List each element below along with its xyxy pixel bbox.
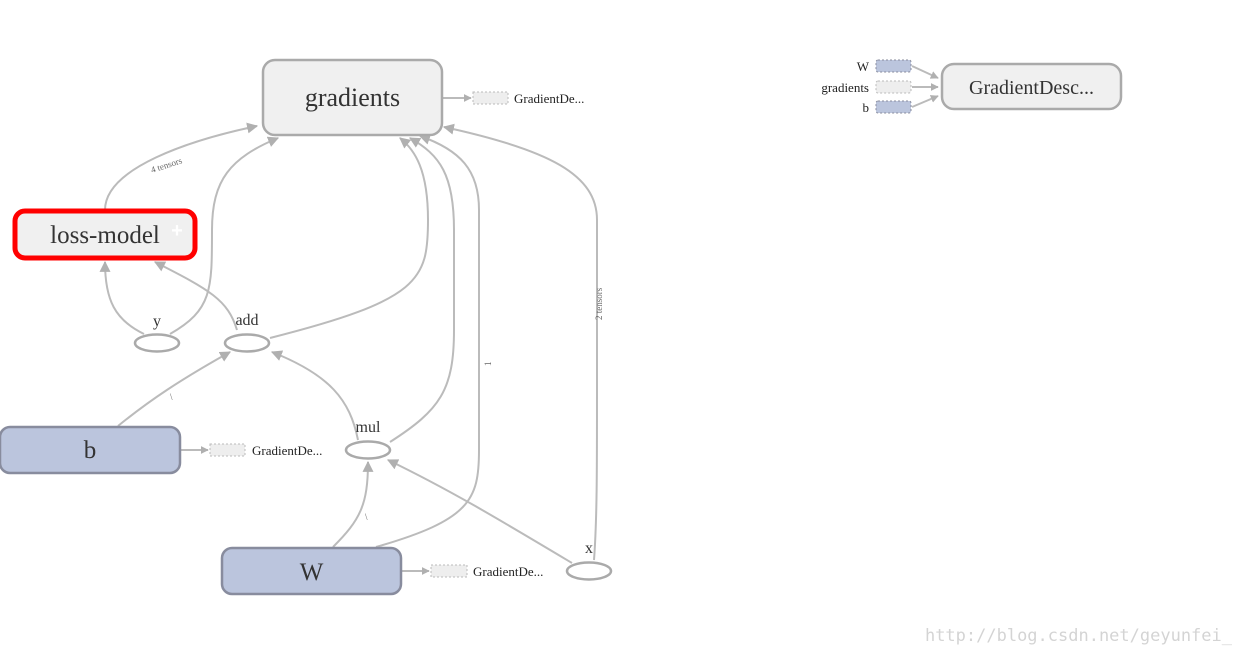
node-gradients[interactable]: gradients <box>261 58 444 137</box>
edge-label-W-to-mul: \ <box>365 512 368 522</box>
node-y[interactable]: y <box>133 313 181 353</box>
edge-b-in-to-gd <box>911 95 939 108</box>
aux-W-gd[interactable]: GradientDe... <box>430 564 543 579</box>
watermark-text: http://blog.csdn.net/geyunfei_ <box>925 626 1233 646</box>
edge-loss-to-gradients <box>104 122 259 211</box>
edge-add-to-loss <box>154 261 238 331</box>
node-W[interactable]: W <box>220 546 403 596</box>
gd-input-gradients[interactable]: gradients <box>821 80 912 95</box>
node-gradient-descent-label: GradientDesc... <box>969 77 1094 99</box>
gd-input-W-label: W <box>857 59 870 74</box>
edge-add-to-gradients <box>269 137 430 339</box>
edge-W-to-gradients <box>375 134 480 548</box>
edge-b-to-add <box>117 351 231 427</box>
node-y-label: y <box>153 313 161 330</box>
edge-W-in-to-gd <box>911 65 939 79</box>
gd-input-W[interactable]: W <box>857 59 912 74</box>
node-loss-model-label: loss-model <box>50 222 160 249</box>
edge-x-to-gradients <box>442 123 598 561</box>
edge-mul-to-gradients <box>389 137 455 443</box>
gd-input-b[interactable]: b <box>863 100 912 115</box>
edge-y-to-gradients <box>169 136 280 335</box>
aux-b-gd[interactable]: GradientDe... <box>209 443 322 458</box>
node-x[interactable]: x <box>565 540 613 581</box>
node-add[interactable]: add <box>223 312 271 353</box>
edge-label-2-tensors: 2 tensors <box>594 287 604 320</box>
node-W-label: W <box>300 559 324 586</box>
aux-gradients-gd-label: GradientDe... <box>514 91 584 106</box>
node-mul[interactable]: mul <box>344 419 392 460</box>
aux-W-gd-label: GradientDe... <box>473 564 543 579</box>
node-mul-label: mul <box>356 419 381 436</box>
node-loss-model[interactable]: loss-model + <box>12 208 198 261</box>
edge-y-to-loss <box>99 260 145 335</box>
aux-b-gd-label: GradientDe... <box>252 443 322 458</box>
node-gradient-descent[interactable]: GradientDesc... <box>940 62 1123 111</box>
node-add-label: add <box>235 312 258 329</box>
edge-label-W-to-gradients: 1 <box>483 362 493 367</box>
edge-mul-to-add <box>270 350 359 441</box>
expand-plus-icon[interactable]: + <box>171 220 183 242</box>
gd-input-b-label: b <box>863 100 870 115</box>
edge-W-to-mul <box>332 460 374 548</box>
node-x-label: x <box>585 540 593 557</box>
aux-gradients-gd[interactable]: GradientDe... <box>472 91 584 106</box>
node-b-label: b <box>84 437 97 464</box>
edge-label-b-to-add: \ <box>170 392 173 402</box>
node-gradients-label: gradients <box>305 83 400 112</box>
node-b[interactable]: b <box>0 425 182 475</box>
gd-input-gradients-label: gradients <box>821 80 869 95</box>
edge-x-to-mul <box>387 459 573 564</box>
